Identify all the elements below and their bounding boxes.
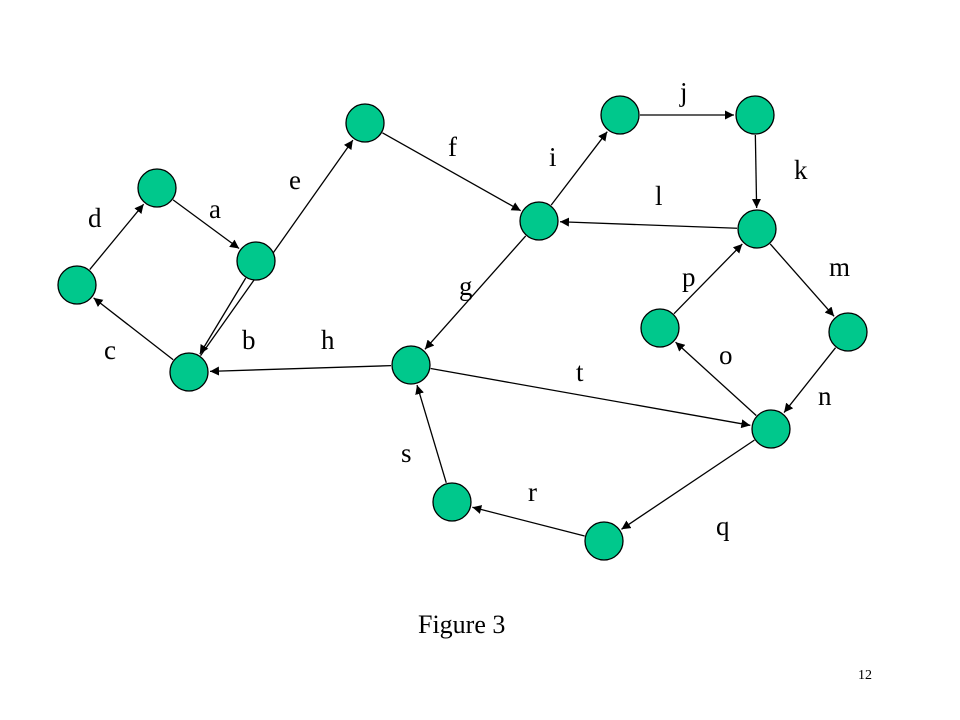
node-M (640, 308, 680, 348)
edge-label-i: i (549, 142, 557, 172)
edge-h (209, 364, 392, 376)
edge-label-f: f (448, 132, 457, 162)
node-B (169, 352, 209, 392)
edge-label-k: k (794, 155, 808, 185)
node-E (345, 103, 385, 143)
node-N (584, 521, 624, 561)
edge-label-e: e (289, 165, 301, 195)
edge-label-a: a (209, 194, 221, 224)
edge-l (559, 217, 738, 229)
edge-label-n: n (818, 381, 832, 411)
edge-label-g: g (459, 271, 473, 301)
edge-k (751, 134, 761, 209)
edge-label-j: j (679, 77, 688, 107)
edge-m (769, 243, 835, 317)
edge-label-m: m (829, 252, 850, 282)
edge-label-c: c (104, 335, 116, 365)
node-G (391, 345, 431, 385)
node-I (735, 95, 775, 135)
edge-t (430, 367, 751, 429)
edge-g (424, 235, 527, 350)
node-J (737, 209, 777, 249)
page-number: 12 (858, 668, 872, 683)
edge-b (93, 297, 174, 361)
edge-label-o: o (719, 340, 733, 370)
edge-label-h: h (321, 325, 335, 355)
edge-s (415, 384, 447, 484)
node-H (600, 95, 640, 135)
edges-layer (89, 110, 837, 537)
node-L (751, 409, 791, 449)
edge-label-r: r (528, 477, 537, 507)
labels-layer: a b c d e f g h i j k l m n o p q r s t (88, 77, 850, 541)
edge-a (199, 277, 247, 355)
edge-label-s: s (401, 438, 412, 468)
node-D (137, 168, 177, 208)
edge-label-d: d (88, 203, 102, 233)
edge-r (472, 505, 585, 537)
edge-label-q: q (716, 511, 730, 541)
edge-q (621, 439, 755, 530)
node-F (519, 201, 559, 241)
figure-caption: Figure 3 (418, 610, 506, 639)
node-K (828, 312, 868, 352)
edge-i (550, 131, 608, 206)
edge-d (172, 199, 240, 250)
edge-n (783, 347, 837, 413)
edge-label-l: l (655, 181, 663, 211)
node-A (236, 241, 276, 281)
edge-p (673, 243, 743, 315)
edge-label-p: p (682, 262, 696, 292)
edge-c (89, 203, 145, 270)
edge-label-t: t (576, 357, 584, 387)
edge-e (200, 139, 354, 357)
edge-o (675, 341, 757, 417)
edge-label-b: b (242, 325, 256, 355)
node-O (432, 482, 472, 522)
edge-f (382, 132, 522, 212)
nodes-layer (57, 95, 868, 561)
node-C (57, 265, 97, 305)
